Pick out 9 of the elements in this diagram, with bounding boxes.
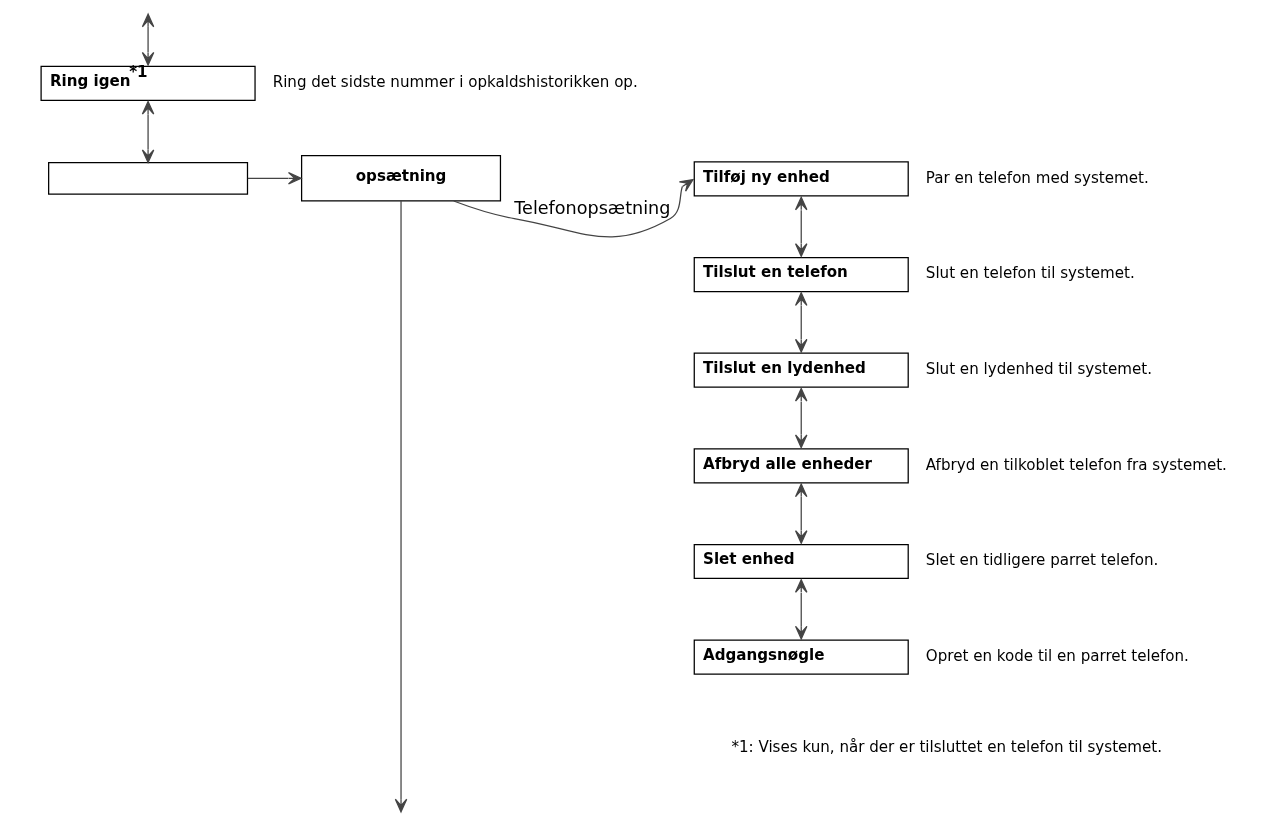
- edge-label: Telefonopsætning: [513, 197, 670, 218]
- node-label: Opret en kode til en parret telefon.: [925, 647, 1189, 666]
- node-label: Slut en telefon til systemet.: [925, 264, 1135, 283]
- node-label: Afbryd en tilkoblet telefon fra systemet.: [925, 455, 1227, 474]
- node-label: Slut en lydenhed til systemet.: [925, 360, 1152, 379]
- node-label: Par en telefon med systemet.: [925, 168, 1149, 187]
- node-label: Ring det sidste nummer i opkaldshistorikken op.: [272, 73, 638, 92]
- node-label: Slet en tidligere parret telefon.: [925, 551, 1158, 570]
- label: *1: Vises kun, når der er tilsluttet en telefon til systemet.: [730, 737, 1162, 756]
